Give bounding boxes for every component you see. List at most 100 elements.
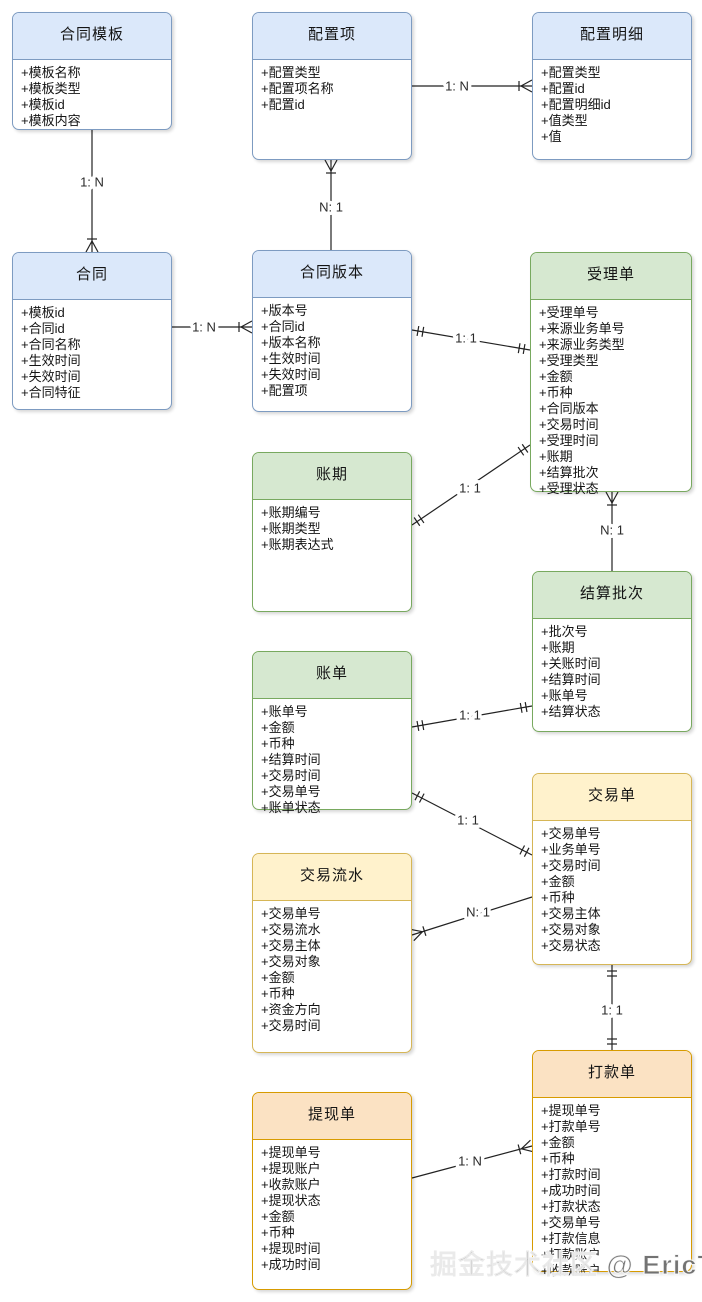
entity-field: +配置明细id <box>541 97 611 112</box>
relationship-label: 1: 1 <box>457 813 479 828</box>
entity-field: +账期表达式 <box>261 537 334 552</box>
entity-fields: +提现单号+打款单号+金额+币种+打款时间+成功时间+打款状态+交易单号+打款信… <box>533 1098 691 1279</box>
entity-field: +失效时间 <box>261 367 321 382</box>
entity-title: 结算批次 <box>533 572 691 619</box>
entity-field: +币种 <box>541 890 575 905</box>
one-hash-marker <box>519 702 523 713</box>
crow-foot-marker <box>520 79 533 87</box>
entity-field: +生效时间 <box>261 351 321 366</box>
entity-field: +金额 <box>539 369 573 384</box>
entity-field: +受理时间 <box>539 433 599 448</box>
relationship-label: 1: N <box>192 320 216 335</box>
crow-foot-marker <box>91 240 99 253</box>
entity-acceptance-order: 受理单+受理单号+来源业务单号+来源业务类型+受理类型+金额+币种+合同版本+交… <box>530 252 692 496</box>
entity-field: +结算时间 <box>261 752 321 767</box>
watermark: 掘金技术社区 @ EricT <box>430 1250 702 1281</box>
entity-field: +账期编号 <box>261 505 321 520</box>
entity-field: +提现账户 <box>261 1161 321 1176</box>
relationship-label: 1: N <box>80 175 104 190</box>
one-hash-marker <box>416 720 420 731</box>
entity-field: +结算时间 <box>541 672 601 687</box>
entity-field: +币种 <box>261 736 295 751</box>
one-hash-marker <box>421 326 425 337</box>
entity-field: +收款账户 <box>261 1177 321 1192</box>
entity-field: +交易单号 <box>541 826 601 841</box>
entity-field: +批次号 <box>541 624 588 639</box>
entity-fields: +受理单号+来源业务单号+来源业务类型+受理类型+金额+币种+合同版本+交易时间… <box>531 300 691 497</box>
crow-foot-marker <box>521 1148 534 1153</box>
relationship-label: N: 1 <box>600 523 624 538</box>
entity-transaction-order: 交易单+交易单号+业务单号+交易时间+金额+币种+交易主体+交易对象+交易状态 <box>532 773 692 965</box>
entity-field: +交易时间 <box>539 417 599 432</box>
crow-foot-marker <box>605 491 613 504</box>
entity-fields: +批次号+账期+关账时间+结算时间+账单号+结算状态 <box>533 619 691 720</box>
entity-field: +交易对象 <box>541 922 601 937</box>
entity-contract-version: 合同版本+版本号+合同id+版本名称+生效时间+失效时间+配置项 <box>252 250 412 412</box>
entity-contract: 合同+模板id+合同id+合同名称+生效时间+失效时间+合同特征 <box>12 252 172 410</box>
entity-field: +账期类型 <box>261 521 321 536</box>
one-hash-marker <box>414 791 421 801</box>
relationship-label: 1: 1 <box>601 1003 623 1018</box>
entity-fields: +配置类型+配置id+配置明细id+值类型+值 <box>533 60 691 145</box>
entity-field: +关账时间 <box>541 656 601 671</box>
entity-settlement-batch: 结算批次+批次号+账期+关账时间+结算时间+账单号+结算状态 <box>532 571 692 732</box>
entity-field: +受理单号 <box>539 305 599 320</box>
entity-field: +合同版本 <box>539 401 599 416</box>
entity-fields: +版本号+合同id+版本名称+生效时间+失效时间+配置项 <box>253 298 411 399</box>
entity-title: 配置项 <box>253 13 411 60</box>
entity-fields: +提现单号+提现账户+收款账户+提现状态+金额+币种+提现时间+成功时间 <box>253 1140 411 1273</box>
entity-field: +合同特征 <box>21 385 81 400</box>
entity-title: 账单 <box>253 652 411 699</box>
entity-config-item: 配置项+配置类型+配置项名称+配置id <box>252 12 412 160</box>
crow-foot-marker <box>324 159 332 172</box>
entity-field: +版本名称 <box>261 335 321 350</box>
entity-field: +合同id <box>261 319 305 334</box>
entity-field: +打款状态 <box>541 1199 601 1214</box>
entity-field: +值 <box>541 129 562 144</box>
entity-field: +模板类型 <box>21 81 81 96</box>
entity-title: 配置明细 <box>533 13 691 60</box>
entity-field: +模板id <box>21 97 65 112</box>
crow-foot-marker <box>410 928 423 933</box>
entity-field: +版本号 <box>261 303 308 318</box>
entity-title: 账期 <box>253 453 411 500</box>
entity-field: +交易主体 <box>261 938 321 953</box>
entity-config-detail: 配置明细+配置类型+配置id+配置明细id+值类型+值 <box>532 12 692 160</box>
entity-field: +配置项 <box>261 383 308 398</box>
entity-field: +账期 <box>539 449 573 464</box>
crow-foot-marker <box>422 926 427 937</box>
entity-title: 提现单 <box>253 1093 411 1140</box>
entity-title: 打款单 <box>533 1051 691 1098</box>
one-hash-marker <box>413 517 421 527</box>
relationship-label: N: 1 <box>319 200 343 215</box>
one-hash-marker <box>418 793 425 803</box>
entity-field: +交易状态 <box>541 938 601 953</box>
crow-foot-marker <box>517 1144 522 1155</box>
entity-field: +账期 <box>541 640 575 655</box>
relationship-label: 1: 1 <box>455 331 477 346</box>
entity-field: +交易单号 <box>261 784 321 799</box>
entity-field: +打款单号 <box>541 1119 601 1134</box>
entity-accounting-period: 账期 +账期编号+账期类型+账期表达式 <box>252 452 412 612</box>
entity-field: +成功时间 <box>541 1183 601 1198</box>
entity-field: +业务单号 <box>541 842 601 857</box>
entity-fields: +交易单号+交易流水+交易主体+交易对象+金额+币种+资金方向+交易时间 <box>253 901 411 1034</box>
crow-foot-marker <box>520 1139 531 1150</box>
entity-field: +受理状态 <box>539 481 599 496</box>
entity-field: +失效时间 <box>21 369 81 384</box>
entity-title: 受理单 <box>531 253 691 300</box>
entity-field: +交易单号 <box>261 906 321 921</box>
entity-field: +交易流水 <box>261 922 321 937</box>
entity-field: +账单号 <box>261 704 308 719</box>
entity-title: 交易单 <box>533 774 691 821</box>
entity-title: 合同模板 <box>13 13 171 60</box>
entity-field: +打款时间 <box>541 1167 601 1182</box>
entity-fields: +模板id+合同id+合同名称+生效时间+失效时间+合同特征 <box>13 300 171 401</box>
entity-field: +金额 <box>261 1209 295 1224</box>
entity-fields: +模板名称+模板类型+模板id+模板内容 <box>13 60 171 129</box>
relationship-label: 1: 1 <box>459 481 481 496</box>
relationship-label: 1: N <box>458 1154 482 1169</box>
entity-field: +币种 <box>539 385 573 400</box>
entity-field: +金额 <box>261 970 295 985</box>
